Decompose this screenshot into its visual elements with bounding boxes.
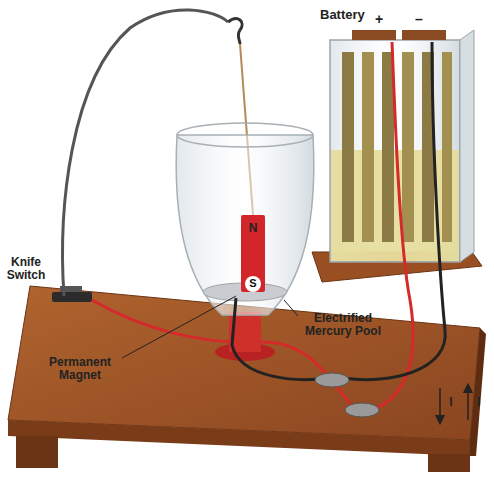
negative-terminal-bar [402,30,446,40]
polarity-sign: – [412,12,426,27]
leader-line [122,296,236,358]
polarity-sign: + [372,12,386,27]
current-label: I [474,396,484,409]
board-foot [428,454,470,472]
south-pole-marker [245,276,261,292]
part-label: Battery [320,8,372,22]
part-label: Electrified Mercury Pool [296,312,390,338]
battery-plate [402,52,414,242]
glass-beaker [176,135,314,315]
board-foot [16,436,58,468]
knife-switch [52,292,92,302]
terminal-disc [345,403,379,417]
red-wire [372,42,413,410]
positive-terminal-bar [352,30,396,40]
current-arrow [439,388,441,420]
battery-plate [362,52,374,242]
battery-plate [442,52,452,242]
leader-line [284,300,298,316]
part-label: Permanent Magnet [40,356,120,382]
permanent-magnet [241,215,265,292]
black-wire [232,298,328,379]
battery-plate [342,52,354,242]
wooden-board-side [470,328,486,456]
pole-letter: S [246,277,260,289]
battery-jar [330,40,460,262]
part-label: Knife Switch [2,256,50,282]
wooden-board-front [8,420,470,456]
pole-letter: N [246,222,260,235]
battery-jar-side [460,30,474,262]
terminal-disc [315,373,349,387]
current-label: I [446,396,456,409]
beaker-rim [177,123,313,147]
current-arrow [467,388,469,420]
hook [228,19,242,44]
